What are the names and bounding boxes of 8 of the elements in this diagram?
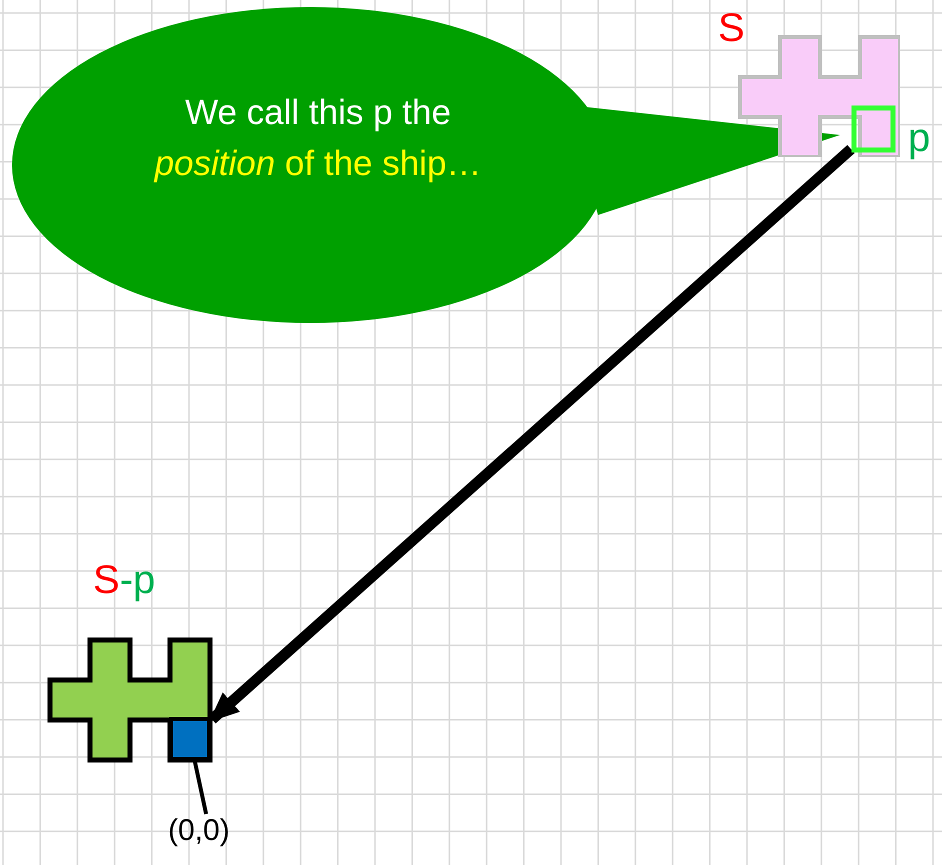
- leader-line: [192, 762, 208, 814]
- shape-label: S: [718, 6, 745, 50]
- bubble-text: We call this p the: [185, 92, 451, 134]
- shape-label: S: [93, 558, 120, 602]
- shape-label: p: [908, 116, 930, 160]
- shape-label: -p: [120, 558, 156, 602]
- coordinate-label: (0,0): [168, 814, 230, 847]
- bubble-text: position of the ship…: [154, 143, 482, 185]
